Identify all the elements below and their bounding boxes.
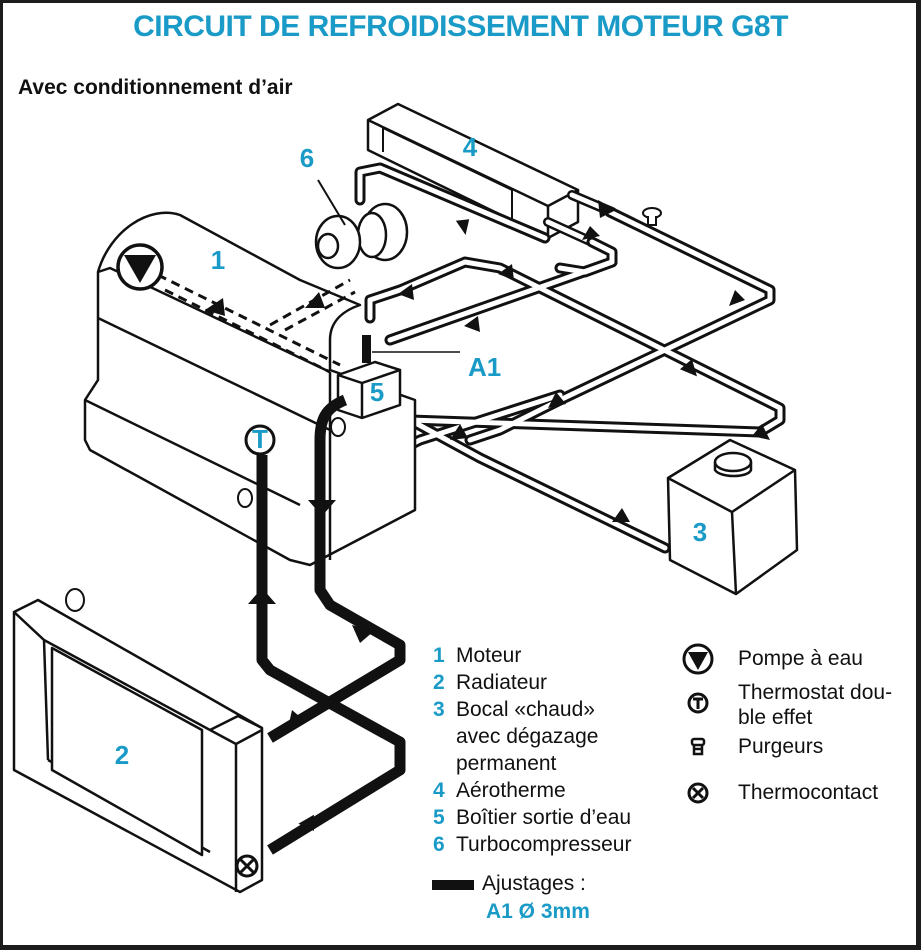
- callout-3: 3: [693, 517, 707, 547]
- legend-item: 5 Boîtier sortie d’eau: [433, 804, 631, 831]
- legend-num: 6: [433, 833, 445, 856]
- legend-label: Bocal «chaud»: [456, 698, 595, 721]
- flow-arrow: [205, 298, 225, 316]
- symbol-label: Thermocontact: [738, 781, 879, 804]
- water-pump-icon: [116, 243, 164, 291]
- legend-item: 6 Turbocompresseur: [433, 831, 631, 858]
- radiator-hoses: [256, 394, 406, 855]
- restrictor-a1: [362, 335, 371, 363]
- callout-5: 5: [370, 377, 384, 407]
- thermostat-icon: [680, 688, 716, 718]
- legend-label: Radiateur: [456, 671, 548, 694]
- diagram-title: CIRCUIT DE REFROIDISSEMENT MOTEUR G8T: [133, 10, 788, 43]
- bleed-screw-icon: [680, 732, 716, 762]
- legend-item: 1 Moteur: [433, 642, 631, 669]
- legend-label: Moteur: [456, 644, 522, 667]
- symbol-label: ble effet: [738, 706, 813, 729]
- engine-block: [83, 211, 417, 567]
- legend-label: permanent: [456, 752, 557, 775]
- adjusted-pipe-swatch: [432, 880, 474, 890]
- symbol-label: Purgeurs: [738, 735, 824, 758]
- thermostat-mark: T: [252, 424, 268, 454]
- flow-arrow: [455, 219, 470, 235]
- callout-1: 1: [211, 245, 225, 275]
- legend-num: 4: [433, 779, 445, 802]
- callout-6: 6: [300, 143, 314, 173]
- legend-num: [433, 723, 456, 750]
- bleed-screw-icon: [642, 207, 662, 226]
- callout-2: 2: [115, 740, 129, 770]
- legend-label: avec dégazage: [456, 725, 599, 748]
- legend-item: avec dégazage: [433, 723, 631, 750]
- thermocontact-icon: [680, 778, 716, 808]
- legend-num: [433, 750, 456, 777]
- radiator: [12, 598, 264, 894]
- callout-leader-6: [317, 179, 346, 226]
- symbol-label: Pompe à eau: [738, 647, 863, 670]
- legend-num: 1: [433, 644, 445, 667]
- symbol-legend-item: Thermocontact: [680, 778, 878, 808]
- legend-item: 3 Bocal «chaud»: [433, 696, 631, 723]
- callout-4: 4: [463, 132, 478, 162]
- flow-arrow: [679, 359, 698, 377]
- symbol-label: Thermostat dou-: [738, 681, 893, 704]
- legend-item: permanent: [433, 750, 631, 777]
- flow-arrow: [598, 200, 616, 218]
- legend-label: Boîtier sortie d’eau: [456, 806, 632, 829]
- flow-arrow: [464, 316, 480, 332]
- bleed-screw-icon: [237, 417, 346, 508]
- flow-arrow: [752, 424, 770, 440]
- legend-num: 5: [433, 806, 445, 829]
- adjustments-value: A1 Ø 3mm: [486, 900, 590, 923]
- flow-arrow: [288, 710, 306, 728]
- radiator-cap: [65, 588, 85, 612]
- components-legend: 1 Moteur 2 Radiateur 3 Bocal «chaud» avec d…: [433, 642, 631, 858]
- flow-arrow: [352, 625, 374, 643]
- thermocontact-icon: [235, 854, 259, 878]
- turbocharger: [314, 202, 409, 270]
- flow-arrow: [548, 392, 566, 408]
- flow-arrow: [450, 424, 468, 440]
- legend-item: 4 Aérotherme: [433, 777, 631, 804]
- expansion-tank: [666, 438, 799, 596]
- diagram-subtitle: Avec conditionnement d’air: [18, 76, 293, 99]
- water-outlet-housing: [336, 360, 402, 420]
- flow-arrow: [308, 500, 336, 516]
- flow-arrow: [582, 226, 600, 240]
- flow-arrow: [298, 814, 314, 831]
- flow-arrow: [248, 588, 276, 604]
- symbol-legend-item: Thermostat dou- ble effet: [680, 681, 892, 729]
- flow-arrow: [612, 508, 630, 522]
- flow-arrow: [398, 284, 414, 300]
- legend-item: 2 Radiateur: [433, 669, 631, 696]
- legend-label: Aérotherme: [456, 779, 566, 802]
- symbol-legend-item: Purgeurs: [680, 732, 823, 762]
- flow-arrow: [729, 290, 745, 306]
- legend-label: Turbocompresseur: [456, 833, 632, 856]
- adjustments-label: Ajustages :: [482, 872, 586, 895]
- water-pump-icon: [680, 643, 716, 675]
- symbol-legend-item: Pompe à eau: [680, 643, 863, 675]
- flow-arrow: [498, 264, 514, 280]
- flow-arrow: [305, 292, 325, 308]
- callout-a1: A1: [468, 352, 501, 382]
- legend-num: 2: [433, 671, 445, 694]
- legend-num: 3: [433, 698, 445, 721]
- thermostat-icon: [244, 424, 276, 456]
